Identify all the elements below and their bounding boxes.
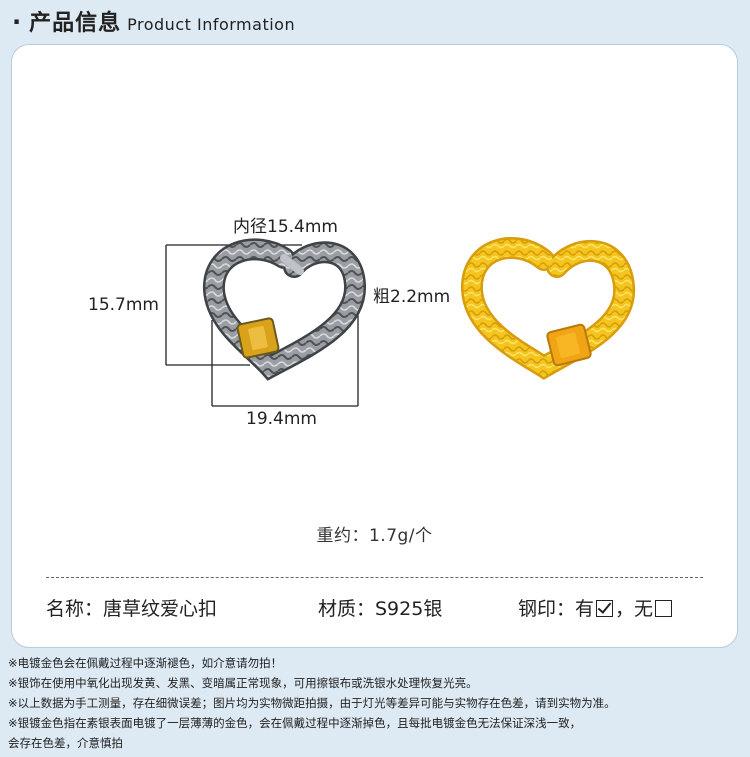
section-header: · 产品信息 Product Information xyxy=(12,6,295,38)
note-line: ※银镀金色指在素银表面电镀了一层薄薄的金色，会在佩戴过程中逐渐掉色，且每批电镀金… xyxy=(8,716,582,730)
dashed-divider xyxy=(46,577,703,578)
note-line: ※银饰在使用中氧化出现发黄、发黑、变暗属正常现象，可用擦银布或洗银水处理恢复光亮… xyxy=(8,676,478,690)
stamp-separator: ，无 xyxy=(615,598,654,620)
spec-row: 名称：唐草纹爱心扣 材质：S925银 钢印：有 ，无 xyxy=(12,594,737,622)
note-line: 会存在色差，介意慎拍 xyxy=(8,736,123,750)
empty-box-icon xyxy=(655,600,673,617)
inner-diameter-label: 内径15.4mm xyxy=(233,217,338,237)
spec-name: 名称：唐草纹爱心扣 xyxy=(46,598,218,620)
stamp-label: 钢印：有 xyxy=(518,598,595,620)
gold-heart-clasp xyxy=(461,237,636,380)
product-info-card: 内径15.4mm 15.7mm 粗2.2mm 19.4mm 重约：1.7g/个 … xyxy=(11,44,738,648)
silver-heart-clasp xyxy=(203,238,366,381)
spec-material: 材质：S925银 xyxy=(318,598,443,620)
width-label: 19.4mm xyxy=(246,409,317,429)
header-title-en: Product Information xyxy=(127,15,296,34)
note-line: ※电镀金色会在佩戴过程中逐渐褪色，如介意请勿拍！ xyxy=(8,656,283,670)
spec-stamp: 钢印：有 ，无 xyxy=(518,594,673,621)
height-label: 15.7mm xyxy=(88,295,159,315)
weight-text: 重约：1.7g/个 xyxy=(316,526,433,546)
header-title-cn: 产品信息 xyxy=(29,11,122,36)
notes: ※电镀金色会在佩戴过程中逐渐褪色，如介意请勿拍！ ※银饰在使用中氧化出现发黄、发… xyxy=(8,653,744,753)
header-bullet: · xyxy=(12,8,22,36)
checked-box-icon xyxy=(596,600,614,617)
note-line: ※以上数据为手工测量，存在细微误差；图片均为实物微距拍摄，由于灯光等差异可能与实… xyxy=(8,696,616,710)
product-illustration xyxy=(165,237,636,407)
thickness-label: 粗2.2mm xyxy=(373,287,451,307)
